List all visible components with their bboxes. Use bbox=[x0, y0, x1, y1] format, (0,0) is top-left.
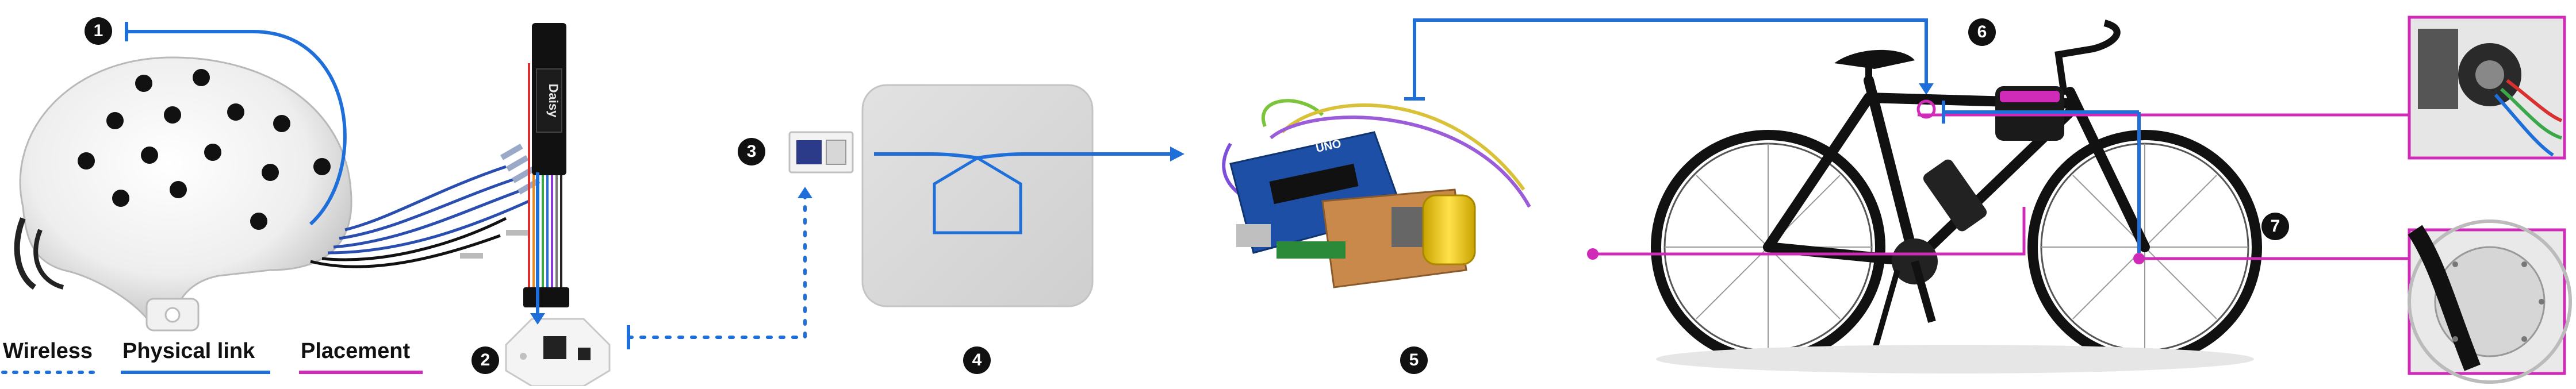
wireless-link-board-to-dongle bbox=[627, 194, 807, 339]
legend-physical-label: Physical link bbox=[122, 339, 255, 363]
amplifier-board-icon bbox=[505, 23, 611, 387]
step-badge-4: 4 bbox=[963, 346, 991, 374]
step-badge-6: 6 bbox=[1968, 18, 1996, 46]
legend-wireless-label: Wireless bbox=[3, 339, 93, 363]
hub-motor-closeup-icon bbox=[2408, 219, 2572, 384]
step-badge-5: 5 bbox=[1400, 346, 1428, 374]
mini-computer-icon bbox=[861, 84, 1094, 307]
step-badge-2: 2 bbox=[471, 346, 499, 374]
link-dongle-to-controller bbox=[874, 152, 1173, 160]
bicycle-icon bbox=[1651, 20, 2262, 373]
arduino-motor-controller-icon: UNO bbox=[1222, 99, 1531, 288]
legend-placement-label: Placement bbox=[301, 339, 411, 363]
placement-lines bbox=[1593, 113, 2409, 260]
motor-closeup-icon bbox=[2408, 16, 2566, 160]
step-badge-7: 7 bbox=[2261, 213, 2289, 240]
link-controller-to-motor bbox=[1413, 18, 1928, 99]
step-badge-1: 1 bbox=[85, 17, 112, 45]
device-label: Daisy bbox=[546, 84, 561, 118]
eeg-cap-icon bbox=[14, 56, 540, 332]
step-badge-3: 3 bbox=[738, 138, 765, 165]
usb-dongle-icon bbox=[788, 131, 854, 174]
link-cap-to-cable bbox=[126, 30, 347, 226]
